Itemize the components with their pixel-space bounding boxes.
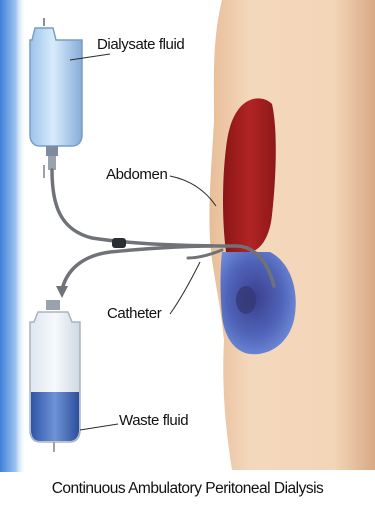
fluid-shadow <box>236 286 256 314</box>
waste-bag <box>30 300 80 452</box>
label-abdomen: Abdomen <box>106 166 167 183</box>
outflow-tube <box>62 246 212 290</box>
diagram-caption: Continuous Ambulatory Peritoneal Dialysi… <box>0 480 375 498</box>
label-catheter: Catheter <box>107 305 161 322</box>
dialysate-bag <box>30 18 82 178</box>
leader-waste <box>80 424 118 430</box>
frame-edge <box>0 0 26 472</box>
label-waste: Waste fluid <box>119 412 188 429</box>
leader-catheter <box>170 262 200 314</box>
peritoneal-fluid <box>221 252 296 354</box>
tube-connector <box>112 238 126 248</box>
leader-abdomen <box>170 176 216 206</box>
flow-arrow <box>56 286 68 298</box>
label-dialysate: Dialysate fluid <box>97 36 184 53</box>
